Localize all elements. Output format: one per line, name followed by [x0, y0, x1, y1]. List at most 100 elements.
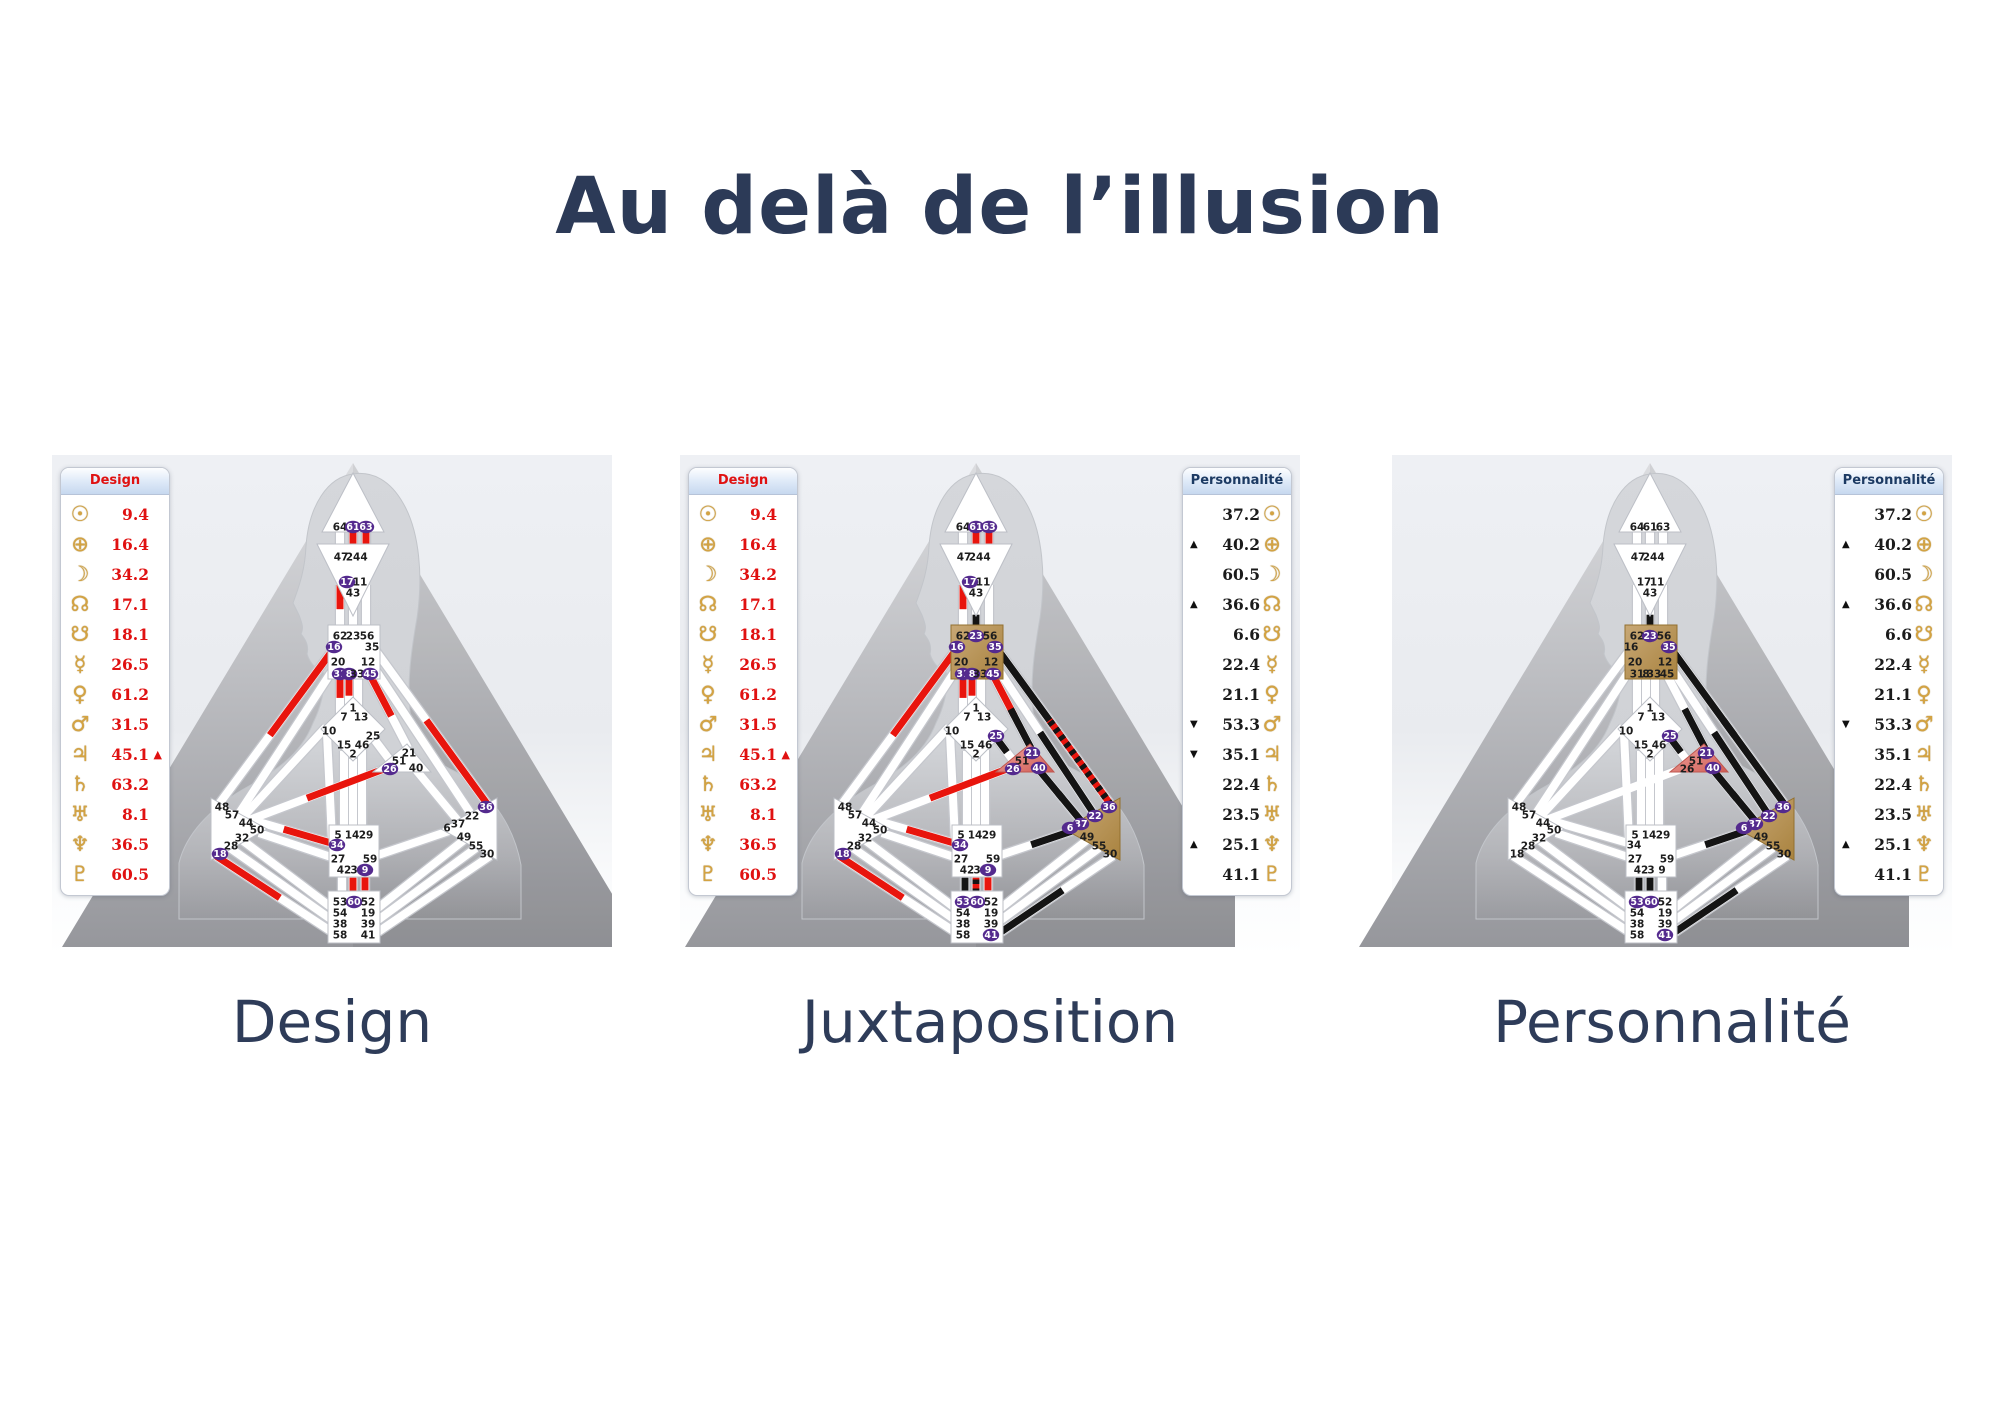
jupiter-value: 35.1	[1222, 744, 1260, 764]
mercury-row: 22.4☿	[1190, 649, 1284, 679]
svg-text:63: 63	[359, 522, 372, 533]
center-solar_plexus	[439, 797, 498, 861]
saturn-row: ♄63.2	[68, 769, 162, 799]
design-panel-header: Design	[61, 468, 169, 495]
gate-61: 61	[344, 520, 362, 534]
uranus-icon: ♅	[1262, 801, 1282, 826]
south-node-icon: ☋	[1914, 621, 1934, 646]
moon-icon: ☽	[1914, 561, 1934, 586]
svg-text:13: 13	[977, 712, 992, 724]
gate-38: 38	[333, 919, 348, 931]
svg-text:20: 20	[1628, 657, 1643, 669]
svg-text:15: 15	[960, 740, 975, 752]
svg-text:58: 58	[956, 930, 971, 942]
svg-text:57: 57	[848, 810, 863, 822]
svg-text:19: 19	[984, 908, 999, 920]
gate-43: 43	[969, 588, 984, 600]
svg-text:15: 15	[337, 740, 352, 752]
gate-56: 56	[360, 631, 375, 643]
gate-54: 54	[1630, 908, 1645, 920]
gate-43: 43	[1643, 588, 1658, 600]
mercury-row: ☿26.5	[696, 649, 790, 679]
center-spleen	[833, 797, 892, 861]
gate-41: 41	[982, 928, 1000, 942]
gate-27: 27	[331, 854, 346, 866]
svg-text:17: 17	[963, 577, 976, 588]
gate-36: 36	[1100, 800, 1118, 814]
svg-text:60: 60	[1644, 897, 1658, 908]
svg-text:23: 23	[346, 631, 361, 643]
gate-40: 40	[1030, 761, 1048, 775]
svg-text:57: 57	[225, 810, 240, 822]
design-panel: Design ☉9.4⊕16.4☽34.2☊17.1☋18.1☿26.5♀61.…	[60, 467, 170, 896]
svg-text:61: 61	[1643, 522, 1658, 534]
svg-text:25: 25	[989, 731, 1002, 742]
svg-text:49: 49	[1080, 832, 1095, 844]
uranus-row: 23.5♅	[1190, 799, 1284, 829]
south-node-icon: ☋	[1262, 621, 1282, 646]
svg-text:33: 33	[973, 669, 988, 681]
gate-11: 11	[976, 577, 991, 589]
neptune-value: 36.5	[739, 834, 777, 854]
svg-text:51: 51	[1689, 756, 1704, 768]
earth-row: ▲40.2⊕	[1842, 529, 1936, 559]
svg-text:46: 46	[355, 740, 370, 752]
svg-text:34: 34	[330, 840, 344, 851]
mars-icon: ♂	[698, 711, 718, 736]
gate-25: 25	[987, 729, 1005, 743]
gate-12: 12	[1658, 657, 1673, 669]
neptune-value: 36.5	[111, 834, 149, 854]
pluto-icon: ♇	[70, 861, 90, 886]
page-title: Au delà de l’illusion	[555, 162, 1445, 252]
gate-33: 33	[1647, 669, 1662, 681]
svg-text:56: 56	[1657, 631, 1672, 643]
gate-42: 42	[337, 865, 352, 877]
moon-icon: ☽	[698, 561, 718, 586]
svg-text:19: 19	[361, 908, 376, 920]
svg-text:7: 7	[340, 712, 347, 724]
svg-text:26: 26	[1006, 764, 1020, 775]
gate-26: 26	[381, 762, 399, 776]
gate-59: 59	[363, 854, 378, 866]
svg-text:55: 55	[1766, 841, 1781, 853]
gate-19: 19	[1658, 908, 1673, 920]
svg-text:20: 20	[954, 657, 969, 669]
gate-53: 53	[333, 897, 348, 909]
north-node-row: ☊17.1	[68, 589, 162, 619]
jupiter-icon: ♃	[698, 741, 718, 766]
south-node-row: ☋18.1	[68, 619, 162, 649]
svg-text:54: 54	[1630, 908, 1645, 920]
south-node-row: ☋18.1	[696, 619, 790, 649]
svg-text:12: 12	[984, 657, 999, 669]
south-node-row: 6.6☋	[1190, 619, 1284, 649]
gate-12: 12	[984, 657, 999, 669]
gate-28: 28	[847, 841, 862, 853]
gate-4: 4	[360, 552, 367, 564]
gate-36: 36	[477, 800, 495, 814]
gate-62: 62	[1630, 631, 1645, 643]
gate-50: 50	[873, 825, 888, 837]
gate-52: 52	[1658, 897, 1673, 909]
gate-15: 15	[1634, 740, 1649, 752]
pluto-icon: ♇	[1262, 861, 1282, 886]
neptune-value: 25.1	[1222, 834, 1260, 854]
gate-30: 30	[480, 849, 495, 861]
svg-text:48: 48	[215, 802, 230, 814]
gate-33: 33	[350, 669, 365, 681]
center-spleen	[1507, 797, 1566, 861]
north-node-icon: ☊	[1262, 591, 1282, 616]
gate-48: 48	[838, 802, 853, 814]
svg-text:60: 60	[970, 897, 984, 908]
svg-text:31: 31	[333, 669, 346, 680]
gate-16: 16	[948, 640, 966, 654]
pluto-value: 41.1	[1874, 864, 1912, 884]
gate-49: 49	[1754, 832, 1769, 844]
gate-7: 7	[340, 712, 347, 724]
svg-text:28: 28	[224, 841, 239, 853]
gate-13: 13	[977, 712, 992, 724]
gate-18: 18	[211, 847, 229, 861]
